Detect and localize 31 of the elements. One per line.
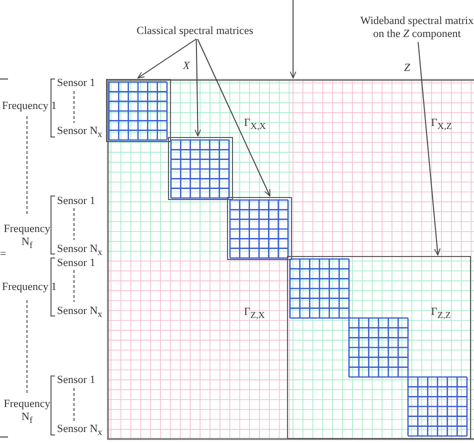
sensor-label: Sensor 1	[57, 77, 96, 90]
wideband-block	[287, 256, 471, 439]
spectral-block	[290, 259, 349, 318]
sensor-label: Sensor 1	[57, 257, 96, 270]
sensor-label: Sensor N$_{x}$	[57, 423, 102, 440]
block-label: Γ$_{Z,X}$	[244, 306, 265, 322]
axis-label: Z	[404, 62, 410, 75]
sensor-label: Sensor 1	[57, 374, 96, 387]
spectral-block	[349, 318, 408, 377]
block-label: Γ$_{Z,Z}$	[431, 306, 451, 322]
spectral-block	[227, 197, 292, 260]
axis-label: X	[183, 60, 190, 73]
callout-text: Classical spectral matrices	[130, 25, 260, 38]
sensor-label: Sensor N$_{x}$	[57, 125, 102, 142]
arrow	[418, 42, 440, 256]
block-label: Γ$_{X,X}$	[244, 117, 266, 134]
block-label: Γ$_{X,Z}$	[431, 117, 452, 134]
sensor-label: Sensor N$_{x}$	[57, 243, 102, 258]
arrow	[290, 0, 296, 78]
frequency-label: Frequency N$_{f}$	[2, 398, 52, 428]
spectral-block	[168, 137, 233, 200]
frequency-label: Frequency 1	[2, 281, 57, 294]
arrow	[194, 38, 202, 136]
spectral-block	[106, 79, 171, 142]
callout-text: Wideband spectral matrix on the Z component	[360, 15, 474, 41]
sensor-label: Sensor 1	[57, 195, 96, 208]
sensor-label: Sensor N$_{x}$	[57, 305, 102, 322]
spectral-block	[408, 377, 467, 436]
arrow	[137, 38, 197, 78]
arrow	[197, 38, 270, 196]
frequency-label: Frequency 1	[2, 100, 57, 113]
